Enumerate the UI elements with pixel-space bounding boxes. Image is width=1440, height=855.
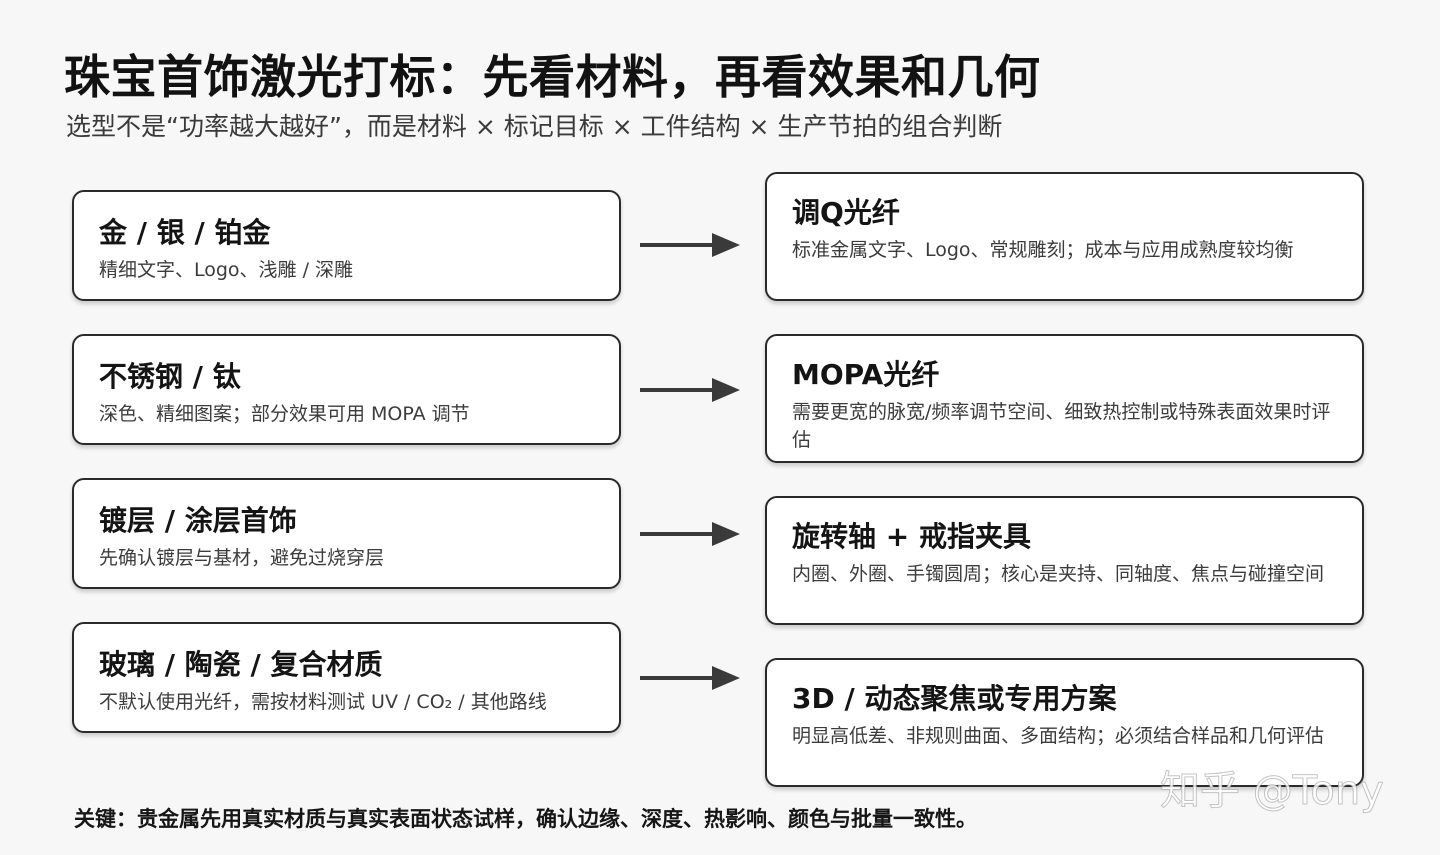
material-box-glass-ceramic: 玻璃 / 陶瓷 / 复合材质 不默认使用光纤，需按材料测试 UV / CO₂ /… [72,622,621,733]
material-title: 镀层 / 涂层首饰 [99,504,297,537]
solution-desc: 标准金属文字、Logo、常规雕刻；成本与应用成熟度较均衡 [792,239,1294,261]
solution-desc: 内圈、外圈、手镯圆周；核心是夹持、同轴度、焦点与碰撞空间 [792,563,1325,585]
material-box-steel-titanium: 不锈钢 / 钛 深色、精细图案；部分效果可用 MOPA 调节 [72,334,621,445]
watermark: 知乎 @Tony [1160,768,1385,815]
material-box-precious-metals: 金 / 银 / 铂金 精细文字、Logo、浅雕 / 深雕 [72,190,621,301]
page-title: 珠宝首饰激光打标：先看材料，再看效果和几何 [64,50,1041,104]
material-title: 金 / 银 / 铂金 [99,216,271,249]
material-desc: 不默认使用光纤，需按材料测试 UV / CO₂ / 其他路线 [99,691,547,713]
arrow-right-icon [640,378,740,402]
solution-box-3d-dynamic-focus: 3D / 动态聚焦或专用方案 明显高低差、非规则曲面、多面结构；必须结合样品和几… [765,658,1364,787]
arrow-right-icon [640,666,740,690]
solution-title: MOPA光纤 [792,358,940,391]
material-desc: 先确认镀层与基材，避免过烧穿层 [99,547,385,569]
material-box-plated-jewelry: 镀层 / 涂层首饰 先确认镀层与基材，避免过烧穿层 [72,478,621,589]
material-title: 玻璃 / 陶瓷 / 复合材质 [99,648,383,681]
solution-box-rotary-ring-fixture: 旋转轴 + 戒指夹具 内圈、外圈、手镯圆周；核心是夹持、同轴度、焦点与碰撞空间 [765,496,1364,625]
solution-box-mopa-fiber: MOPA光纤 需要更宽的脉宽/频率调节空间、细致热控制或特殊表面效果时评估 [765,334,1364,463]
material-title: 不锈钢 / 钛 [99,360,241,393]
solution-title: 3D / 动态聚焦或专用方案 [792,682,1117,715]
key-note: 关键：贵金属先用真实材质与真实表面状态试样，确认边缘、深度、热影响、颜色与批量一… [74,807,977,831]
solution-desc: 需要更宽的脉宽/频率调节空间、细致热控制或特殊表面效果时评估 [792,401,1331,451]
solution-desc: 明显高低差、非规则曲面、多面结构；必须结合样品和几何评估 [792,725,1325,747]
solution-box-q-switched-fiber: 调Q光纤 标准金属文字、Logo、常规雕刻；成本与应用成熟度较均衡 [765,172,1364,301]
material-desc: 深色、精细图案；部分效果可用 MOPA 调节 [99,403,470,425]
arrow-right-icon [640,233,740,257]
solution-title: 旋转轴 + 戒指夹具 [792,520,1031,553]
solution-title: 调Q光纤 [792,196,900,229]
material-desc: 精细文字、Logo、浅雕 / 深雕 [99,259,354,281]
arrow-right-icon [640,522,740,546]
page-subtitle: 选型不是“功率越大越好”，而是材料 × 标记目标 × 工件结构 × 生产节拍的组… [66,112,1003,141]
